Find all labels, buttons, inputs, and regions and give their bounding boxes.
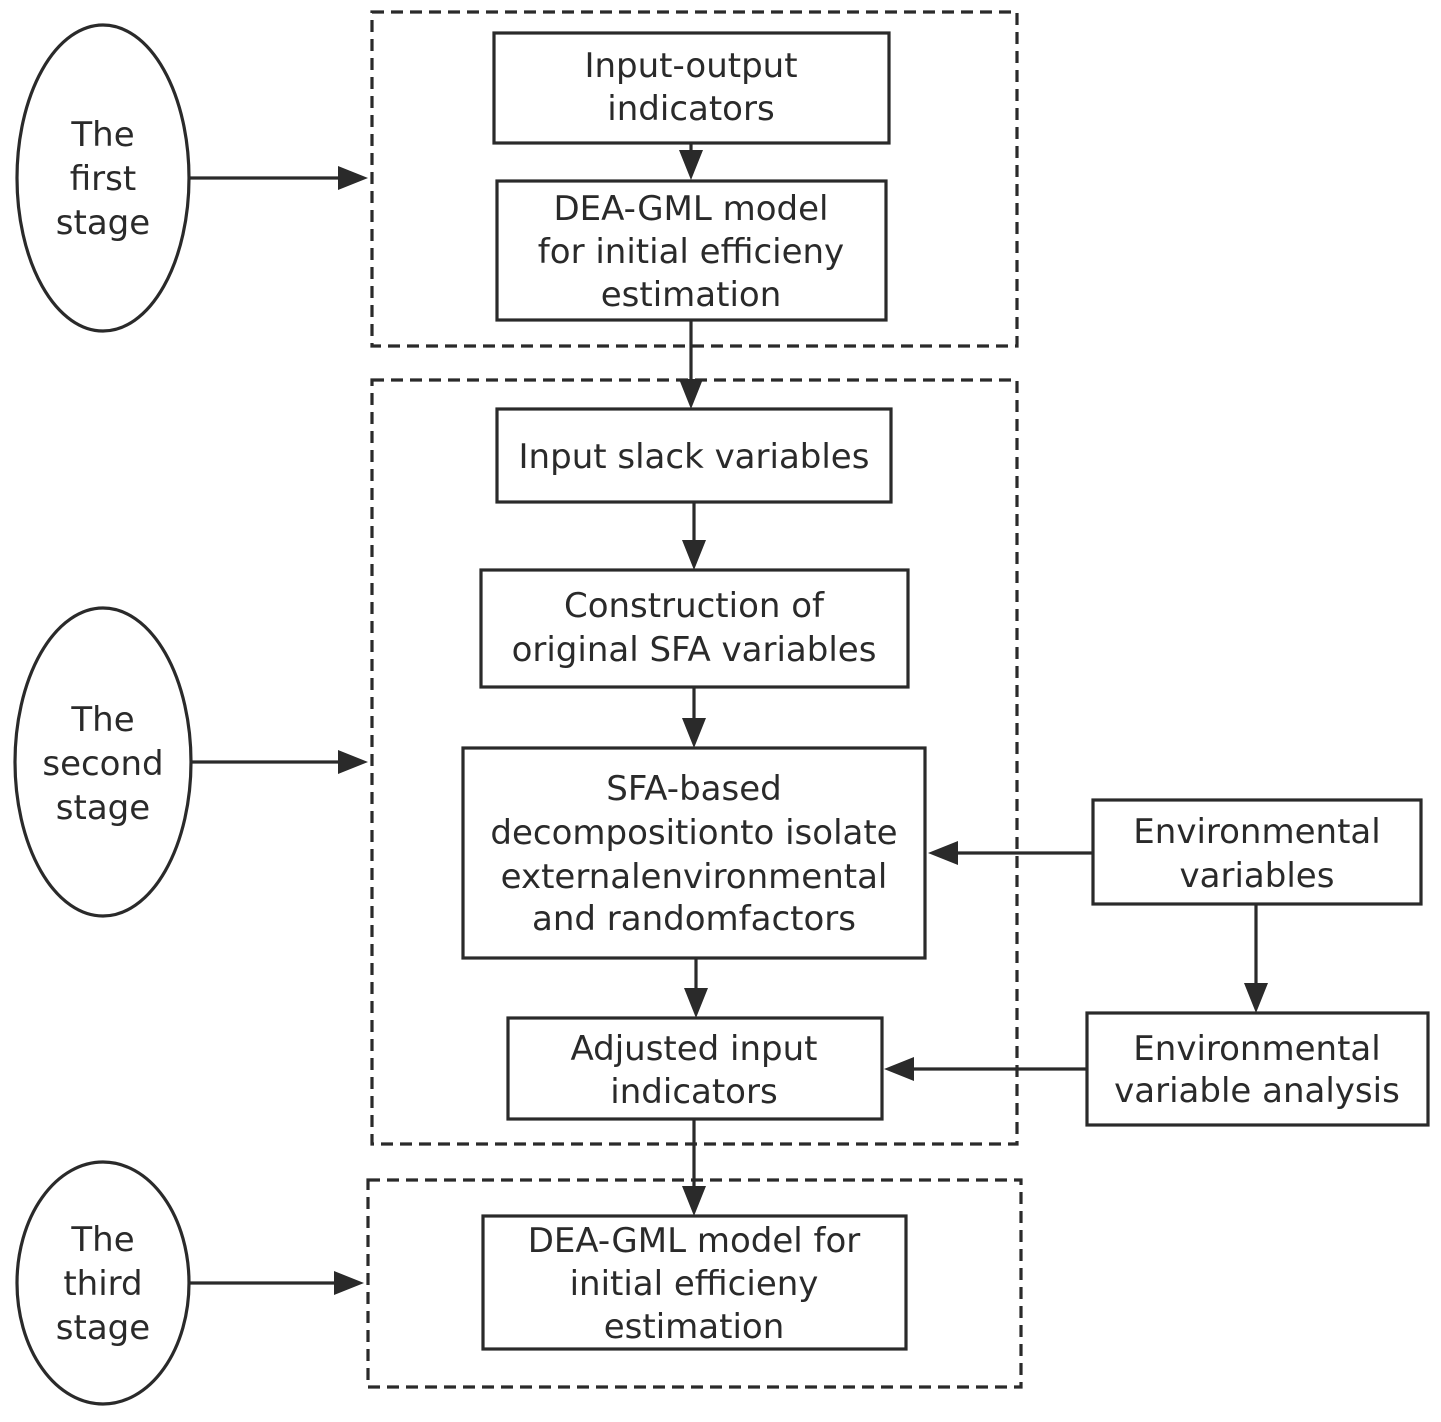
third-stage-line-2: third: [63, 1264, 142, 1304]
environmental-analysis-box: Environmental variable analysis: [1085, 1011, 1430, 1127]
input-output-indicators-box: Input-output indicators: [492, 31, 891, 145]
dea-gml-third-line-3: estimation: [604, 1307, 785, 1347]
arrow-dea-to-input-slack: [679, 320, 703, 409]
input-slack-variables-box: Input slack variables: [495, 407, 893, 504]
sfa-decomposition-line-4: and randomfactors: [532, 899, 856, 939]
sfa-decomposition-line-1: SFA-based: [606, 769, 781, 809]
dea-gml-first-line-3: estimation: [601, 275, 782, 315]
arrow-input-output-to-dea: [679, 143, 703, 180]
first-stage-line-3: stage: [56, 203, 150, 243]
first-stage-line-1: The: [70, 115, 134, 155]
first-stage-line-2: first: [70, 159, 136, 199]
environmental-variables-box: Environmental variables: [1091, 798, 1423, 906]
second-stage-ellipse: The second stage: [13, 606, 193, 918]
env-variables-line-2: variables: [1180, 856, 1335, 896]
dea-gml-third-box: DEA-GML model for initial efficieny esti…: [481, 1214, 908, 1351]
env-analysis-line-1: Environmental: [1133, 1029, 1380, 1069]
arrow-construction-to-sfa: [682, 687, 706, 748]
adjusted-input-line-2: indicators: [610, 1072, 777, 1112]
third-stage-arrow: [189, 1271, 364, 1295]
arrow-env-vars-to-analysis: [1244, 904, 1268, 1013]
sfa-decomposition-line-3: externalenvironmental: [501, 857, 888, 897]
sfa-decomposition-line-2: decompositionto isolate: [490, 813, 897, 853]
third-stage-line-3: stage: [56, 1308, 150, 1348]
arrow-env-analysis-to-adjusted: [884, 1057, 1087, 1081]
arrow-env-vars-to-sfa: [928, 841, 1093, 865]
third-stage-ellipse: The third stage: [15, 1160, 191, 1406]
input-slack-line-1: Input slack variables: [519, 437, 870, 477]
sfa-decomposition-box: SFA-based decompositionto isolate extern…: [461, 746, 927, 960]
second-stage-line-1: The: [70, 700, 134, 740]
second-stage-line-3: stage: [56, 788, 150, 828]
arrow-sfa-to-adjusted: [684, 958, 708, 1018]
adjusted-input-line-1: Adjusted input: [570, 1029, 817, 1069]
construction-sfa-line-2: original SFA variables: [512, 630, 877, 670]
second-stage-arrow: [191, 750, 368, 774]
second-stage-line-2: second: [42, 744, 163, 784]
dea-gml-third-line-2: initial efficieny: [570, 1264, 819, 1304]
construction-sfa-box: Construction of original SFA variables: [479, 568, 910, 689]
input-output-line-2: indicators: [607, 89, 774, 129]
env-variables-line-1: Environmental: [1133, 812, 1380, 852]
third-stage-line-1: The: [70, 1220, 134, 1260]
arrow-input-slack-to-construction: [682, 502, 706, 570]
input-output-line-1: Input-output: [584, 46, 797, 86]
arrow-adjusted-to-dea-third: [682, 1119, 706, 1216]
env-analysis-line-2: variable analysis: [1114, 1071, 1400, 1111]
dea-gml-third-line-1: DEA-GML model for: [528, 1221, 861, 1261]
first-stage-arrow: [189, 166, 368, 190]
first-stage-ellipse: The first stage: [15, 23, 191, 333]
construction-sfa-line-1: Construction of: [564, 586, 825, 626]
first-stage-group: [370, 10, 1019, 348]
adjusted-input-indicators-box: Adjusted input indicators: [506, 1016, 884, 1121]
dea-gml-first-box: DEA-GML model for initial efficieny esti…: [495, 179, 888, 322]
dea-gml-first-line-1: DEA-GML model: [554, 189, 829, 229]
dea-gml-first-line-2: for initial efficieny: [538, 232, 844, 272]
